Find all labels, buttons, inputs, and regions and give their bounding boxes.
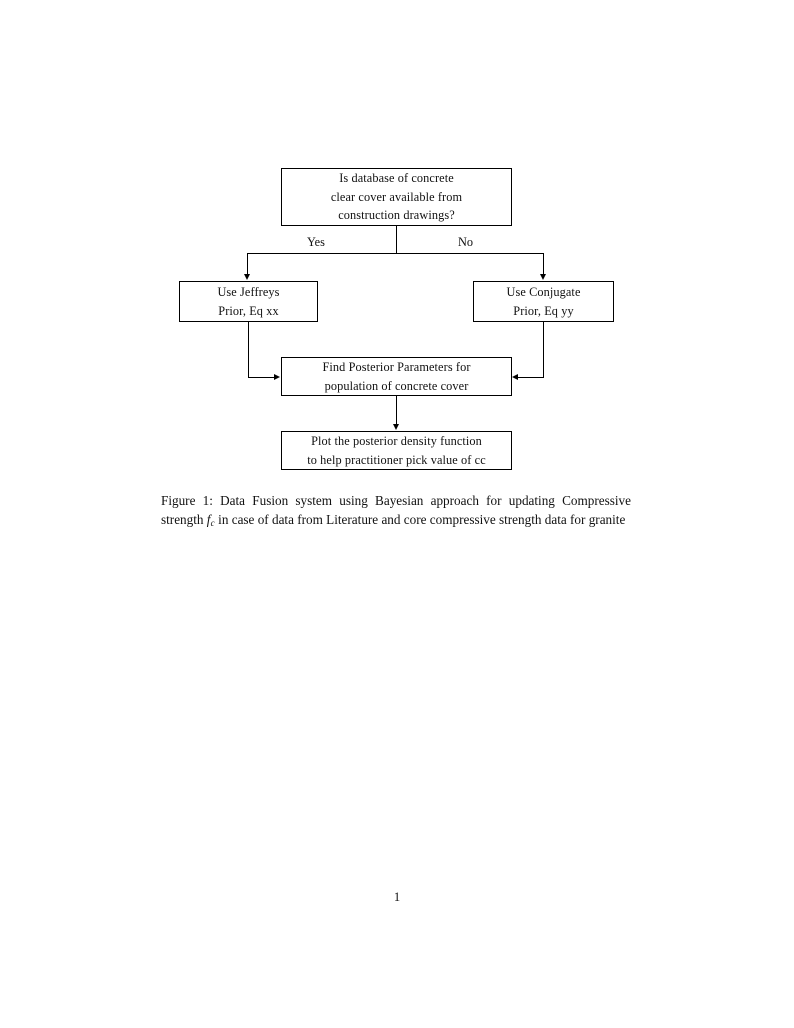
edge-label-yes: Yes [307, 235, 325, 249]
arrowhead-conjugate-to-posterior-icon [512, 374, 518, 380]
edge-label-no: No [458, 235, 474, 249]
node-jeffreys-line-1: Use Jeffreys [217, 284, 280, 299]
connector-question-stem [396, 226, 397, 254]
node-conjugate-line-1: Use Conjugate [506, 284, 581, 299]
caption-text-after-math: in case of data from Literature and core… [214, 512, 626, 528]
node-plot-line-1: Plot the posterior density function [311, 433, 482, 448]
caption-math-subscript: c [210, 518, 215, 529]
flowchart-node-plot-density: Plot the posterior density function to h… [281, 431, 512, 470]
caption-math-base: f [206, 512, 211, 528]
connector-conjugate-vertical [543, 322, 544, 378]
page-number: 1 [393, 890, 401, 904]
arrowhead-yes-icon [244, 274, 250, 280]
connector-jeffreys-vertical [248, 322, 249, 378]
node-posterior-line-1: Find Posterior Parameters for [322, 359, 471, 374]
node-plot-line-2: to help practitioner pick value of cc [307, 452, 486, 467]
node-question-line-2: clear cover available from [330, 189, 463, 204]
arrowhead-jeffreys-to-posterior-icon [274, 374, 280, 380]
caption-math-symbol: fc [206, 512, 215, 529]
node-question-line-1: Is database of concrete [339, 170, 454, 185]
connector-conjugate-horizontal [518, 377, 544, 378]
figure-caption: Figure 1: Data Fusion system using Bayes… [161, 491, 631, 530]
flowchart-node-question: Is database of concrete clear cover avai… [281, 168, 512, 226]
flowchart-node-jeffreys-prior: Use Jeffreys Prior, Eq xx [179, 281, 318, 322]
connector-yes-drop [247, 253, 248, 275]
connector-branch-bus [247, 253, 544, 254]
node-posterior-line-2: population of concrete cover [324, 378, 469, 393]
flowchart-node-find-posterior: Find Posterior Parameters for population… [281, 357, 512, 396]
caption-label: Figure 1: [161, 493, 213, 508]
connector-no-drop [543, 253, 544, 275]
node-jeffreys-line-2: Prior, Eq xx [218, 303, 279, 318]
caption-text-before-math: Data Fusion system using Bayesian approa… [161, 493, 631, 528]
connector-posterior-to-plot [396, 396, 397, 425]
flowchart-node-conjugate-prior: Use Conjugate Prior, Eq yy [473, 281, 614, 322]
arrowhead-no-icon [540, 274, 546, 280]
connector-jeffreys-horizontal [248, 377, 274, 378]
arrowhead-posterior-to-plot-icon [393, 424, 399, 430]
node-question-line-3: construction drawings? [338, 208, 455, 223]
figure-flowchart: Is database of concrete clear cover avai… [0, 0, 794, 500]
node-conjugate-line-2: Prior, Eq yy [513, 303, 574, 318]
